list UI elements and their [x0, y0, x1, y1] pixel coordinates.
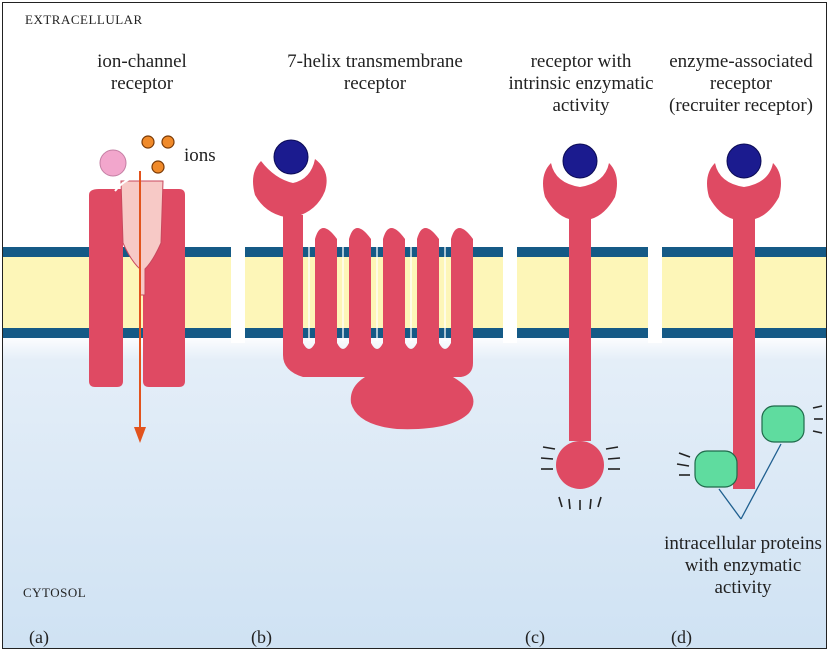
recruiter-ligand [727, 144, 761, 178]
recruiter-title-1: enzyme-associated [669, 51, 813, 72]
cell-membrane [3, 243, 827, 343]
gpcr-ligand [274, 140, 308, 174]
panel-letter-c: (c) [525, 627, 545, 648]
proteins-label-3: activity [715, 577, 772, 598]
enzyme-protein-right [762, 406, 804, 442]
enzymatic-title-1: receptor with [531, 51, 632, 72]
recruiter-title-2: receptor [710, 73, 773, 94]
ion-channel-title-2: receptor [111, 73, 174, 94]
catalytic-domain [556, 441, 604, 489]
gpcr-title-2: receptor [344, 73, 407, 94]
panel-letter-a: (a) [29, 627, 49, 648]
proteins-label-2: with enzymatic [685, 555, 802, 576]
enzymatic-title-2: intrinsic enzymatic [508, 73, 653, 94]
ion-3 [152, 161, 164, 173]
recruiter-title-3: (recruiter receptor) [669, 95, 813, 116]
pink-ligand [100, 150, 126, 176]
cytosol-label: CYTOSOL [23, 585, 86, 600]
ion-2 [162, 136, 174, 148]
proteins-label-1: intracellular proteins [664, 533, 822, 554]
enzymatic-ligand [563, 144, 597, 178]
enzyme-protein-left [695, 451, 737, 487]
extracellular-label: EXTRACELLULAR [25, 12, 143, 27]
ions-label: ions [184, 145, 216, 166]
panel-letter-b: (b) [251, 627, 272, 648]
gpcr-title-1: 7-helix transmembrane [287, 51, 463, 72]
panel-letter-d: (d) [671, 627, 692, 648]
ion-1 [142, 136, 154, 148]
receptor-diagram: EXTRACELLULAR CYTOSOL ions ion-channel r… [3, 3, 827, 649]
ion-channel-title-1: ion-channel [97, 51, 187, 72]
enzymatic-title-3: activity [553, 95, 610, 116]
